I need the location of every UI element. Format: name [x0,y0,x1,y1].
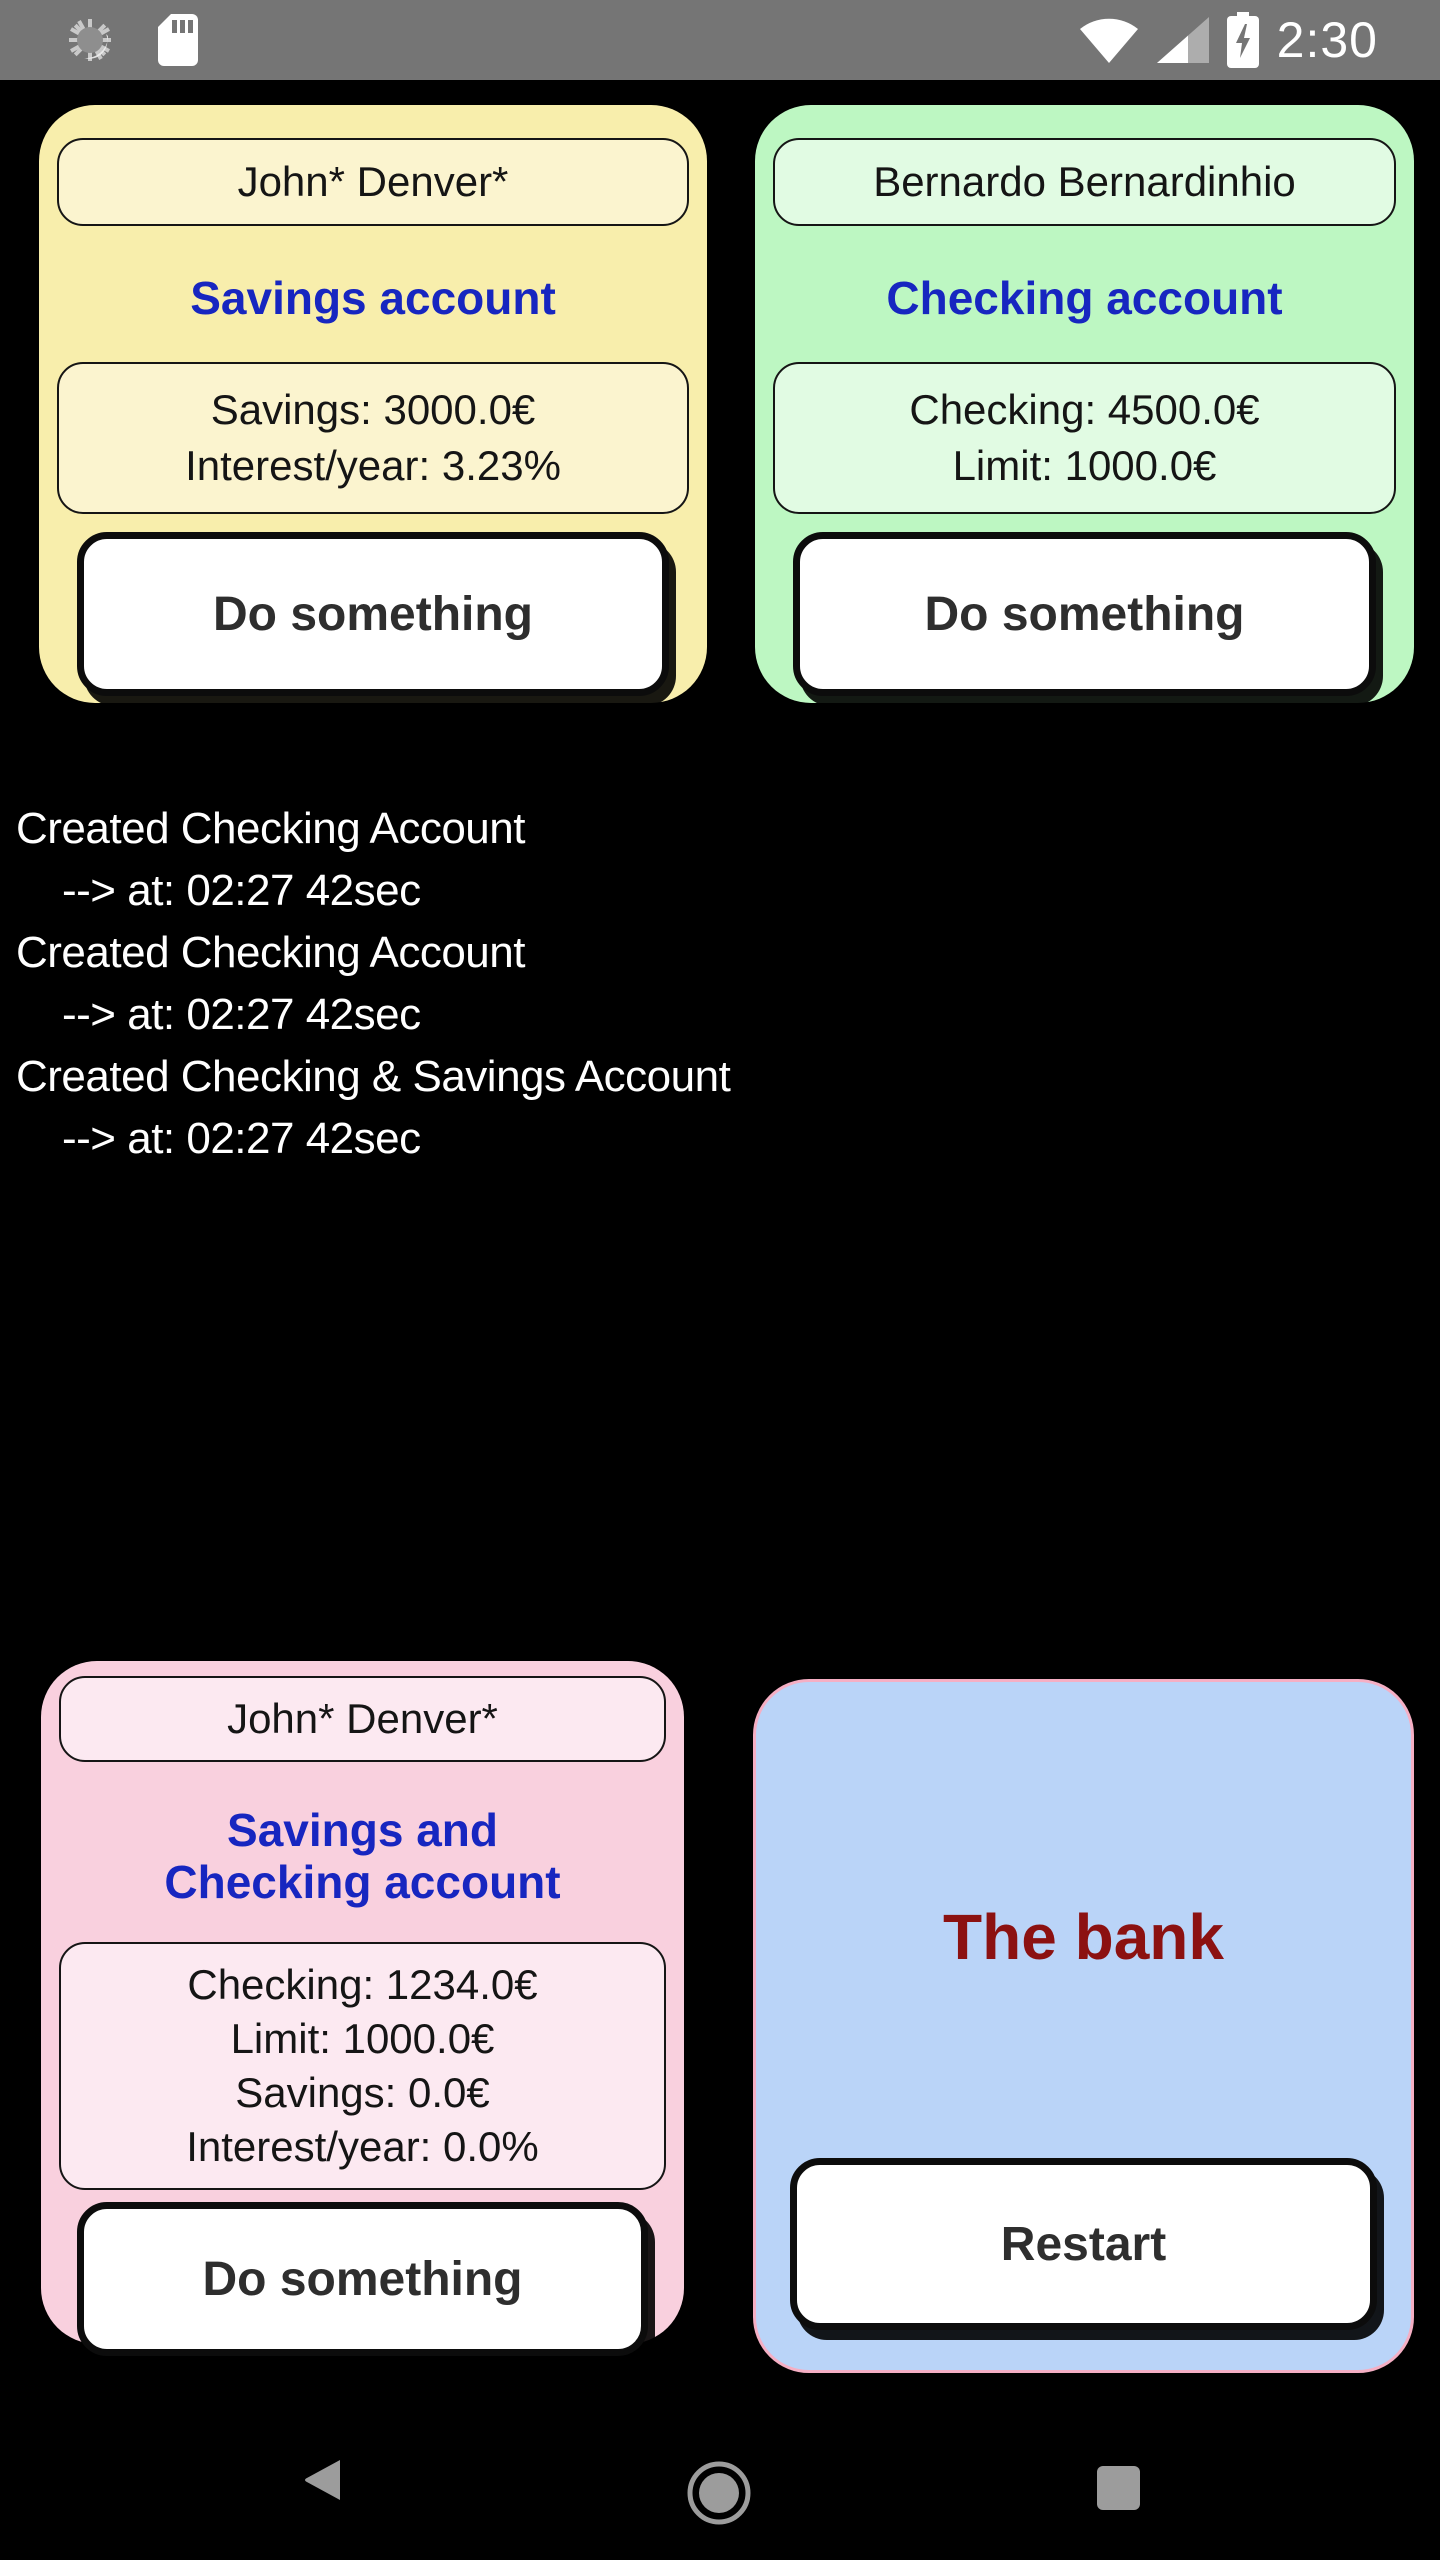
holder-name-text: John* Denver* [237,158,509,205]
account-type-line: Checking account [164,1856,561,1908]
account-info-box: Savings: 3000.0€ Interest/year: 3.23% [57,362,689,514]
info-line: Checking: 4500.0€ [909,386,1260,433]
do-something-button[interactable]: Do something [793,532,1376,696]
savings-and-checking-account-card: John* Denver* Savings and Checking accou… [41,1661,684,2356]
holder-name-field[interactable]: Bernardo Bernardinhio [773,138,1396,226]
home-icon[interactable] [686,2460,752,2526]
log-timestamp: --> at: 02:27 42sec [62,866,421,915]
account-type-line: Savings and [227,1804,498,1856]
info-line: Limit: 1000.0€ [952,442,1217,489]
account-info-box: Checking: 1234.0€ Limit: 1000.0€ Savings… [59,1942,666,2190]
battery-charging-icon [1226,12,1259,68]
clock-time: 2:30 [1276,12,1378,68]
sd-card-icon [158,14,198,66]
account-type-label: Savings account [190,272,556,324]
info-line: Savings: 3000.0€ [210,386,536,433]
savings-account-card: John* Denver* Savings account Savings: 3… [39,105,707,703]
checking-account-card: Bernardo Bernardinhio Checking account C… [755,105,1414,703]
back-icon[interactable] [299,2456,343,2504]
do-something-button[interactable]: Do something [77,2202,648,2356]
status-bar-left-icons [66,0,198,80]
bank-title: The bank [943,1901,1224,1973]
bank-card: The bank Restart [753,1679,1414,2373]
holder-name-text: Bernardo Bernardinhio [873,158,1296,205]
log-event: Created Checking Account [16,804,525,853]
do-something-button[interactable]: Do something [77,532,669,696]
restart-button[interactable]: Restart [790,2158,1377,2330]
log-event: Created Checking Account [16,928,525,977]
info-line: Checking: 1234.0€ [187,1961,538,2008]
recents-icon[interactable] [1097,2466,1140,2510]
log-timestamp: --> at: 02:27 42sec [62,1114,421,1163]
info-line: Limit: 1000.0€ [230,2015,495,2062]
wifi-icon [1079,18,1138,64]
holder-name-field[interactable]: John* Denver* [59,1676,666,1762]
holder-name-text: John* Denver* [227,1695,498,1742]
holder-name-field[interactable]: John* Denver* [57,138,689,226]
loading-spinner-icon [69,19,111,61]
cellular-signal-icon [1156,17,1209,63]
info-line: Interest/year: 0.0% [186,2123,539,2170]
info-line: Savings: 0.0€ [235,2069,490,2116]
android-navigation-bar [0,2432,1440,2560]
account-info-box: Checking: 4500.0€ Limit: 1000.0€ [773,362,1396,514]
status-bar: 2:30 [0,0,1440,80]
event-log: Created Checking Account --> at: 02:27 4… [16,798,1316,1170]
status-bar-right-icons: 2:30 [1079,0,1378,80]
log-timestamp: --> at: 02:27 42sec [62,990,421,1039]
account-type-label: Checking account [886,272,1283,324]
info-line: Interest/year: 3.23% [185,442,561,489]
log-event: Created Checking & Savings Account [16,1052,731,1101]
account-type-label: Savings and Checking account [41,1804,684,1908]
